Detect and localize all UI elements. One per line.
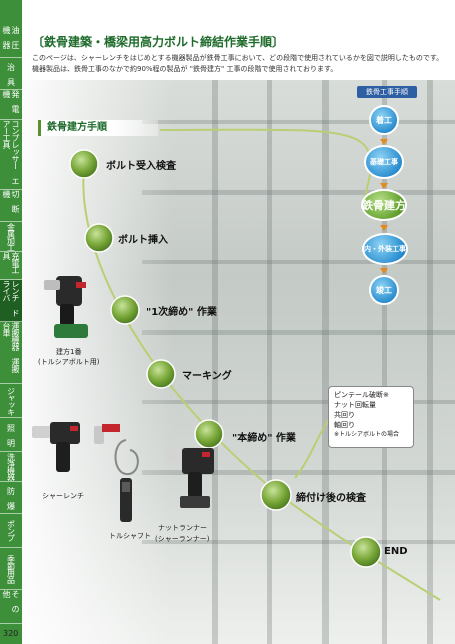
nutrunner-subcaption: (シャーランナー) <box>155 535 210 543</box>
process-arrow-4 <box>380 268 388 274</box>
sidebar-item-5[interactable]: 切 断 機 <box>0 190 22 222</box>
process-item-2: 基礎工事 <box>364 145 404 179</box>
step-dot-6 <box>260 479 292 511</box>
step-label-5: "本締め" 作業 <box>232 433 296 444</box>
process-item-1: 着工 <box>369 105 399 135</box>
process-item-3: 鉄骨建方 <box>361 189 407 221</box>
sidebar-item-1[interactable]: 油 圧 機 器 <box>0 26 22 58</box>
sidebar-item-16[interactable]: そ の 他 <box>0 590 22 624</box>
step-label-7: END <box>384 546 408 557</box>
step-dot-7 <box>350 536 382 568</box>
process-arrow-1 <box>380 139 388 145</box>
sidebar-item-14[interactable]: ポンプ <box>0 514 22 548</box>
step-dot-5 <box>194 419 224 449</box>
step-label-4: マーキング <box>182 371 232 382</box>
step-label-1: ボルト受入検査 <box>106 161 176 172</box>
step-dot-3 <box>110 295 140 325</box>
nutrunner-caption: ナットランナー <box>158 524 207 532</box>
note-footnote: ※トルシアボルトの場合 <box>334 431 400 438</box>
tatekata-subcaption: (トルシアボルト用) <box>38 358 100 366</box>
sidebar-item-3[interactable]: 発 電 機 <box>0 90 22 120</box>
sidebar-item-15[interactable]: 季節用品 <box>0 548 22 590</box>
step-dot-2 <box>84 223 114 253</box>
sidebar-item-12[interactable]: 洗浄機器 <box>0 452 22 482</box>
step-label-6: 締付け後の検査 <box>296 493 366 504</box>
description-line-1: このページは、シャーレンチをはじめとする機器製品が鉄骨工事において、どの段階で使… <box>32 54 444 62</box>
flow-banner: 鉄骨建方手順 <box>38 120 158 136</box>
step-label-3: "1次締め" 作業 <box>146 307 217 318</box>
sidebar-item-4[interactable]: コンプレッサー エアー工具 <box>0 120 22 190</box>
sidebar-item-8[interactable]: レンチ ドライバ <box>0 280 22 322</box>
flow-curve <box>159 128 372 206</box>
step-label-2: ボルト挿入 <box>118 235 168 246</box>
photo-fade <box>22 80 172 644</box>
sidebar-item-2[interactable]: 治 具 <box>0 58 22 90</box>
sidebar-item-6[interactable]: 金属加工 <box>0 222 22 252</box>
note-line-3: 共回り <box>334 411 355 419</box>
tatekata-tool-image <box>44 276 88 338</box>
process-arrow-2 <box>380 183 388 189</box>
page-title: 〔鉄骨建築・橋梁用高力ボルト締結作業手順〕 <box>32 35 285 49</box>
page-number: 320 <box>3 629 19 638</box>
note-line-2: ナット回転量 <box>334 401 376 409</box>
sidebar-item-13[interactable]: 防 爆 <box>0 482 22 514</box>
sidebar-item-9[interactable]: 運搬機器 運搬 台車 <box>0 322 22 384</box>
process-item-5: 竣工 <box>369 275 399 305</box>
torshaft-caption: トルシャフト <box>109 532 151 540</box>
process-arrow-3 <box>380 225 388 231</box>
tatekata-caption: 建方1番 <box>56 348 82 356</box>
sidebar-item-11[interactable]: 照 明 <box>0 418 22 452</box>
step-dot-1 <box>69 149 99 179</box>
inspection-note: ピンテール破断※ ナット回転量 共回り 軸回り ※トルシアボルトの場合 <box>328 386 414 448</box>
shear-wrench-image <box>32 422 80 472</box>
sidebar-item-10[interactable]: ジャッキ <box>0 384 22 418</box>
torshaft-image <box>94 424 139 522</box>
shear-wrench-caption: シャーレンチ <box>42 492 84 500</box>
note-connector <box>294 417 331 479</box>
category-sidebar: 油 圧 機 器治 具発 電 機コンプレッサー エアー工具切 断 機金属加工充電工… <box>0 0 22 644</box>
sidebar-item-7[interactable]: 充電工具 <box>0 252 22 280</box>
process-title: 鉄骨工事手順 <box>357 86 417 98</box>
note-line-4: 軸回り <box>334 421 355 429</box>
description-line-2: 機器製品は、鉄骨工事のなかで約90%程の製品が "鉄骨建方" 工事の段階で使用さ… <box>32 65 338 73</box>
step-dot-4 <box>146 359 176 389</box>
process-item-4: 内・外装工事 <box>362 233 408 265</box>
nutrunner-image <box>166 448 214 508</box>
note-line-1: ピンテール破断※ <box>334 391 389 399</box>
